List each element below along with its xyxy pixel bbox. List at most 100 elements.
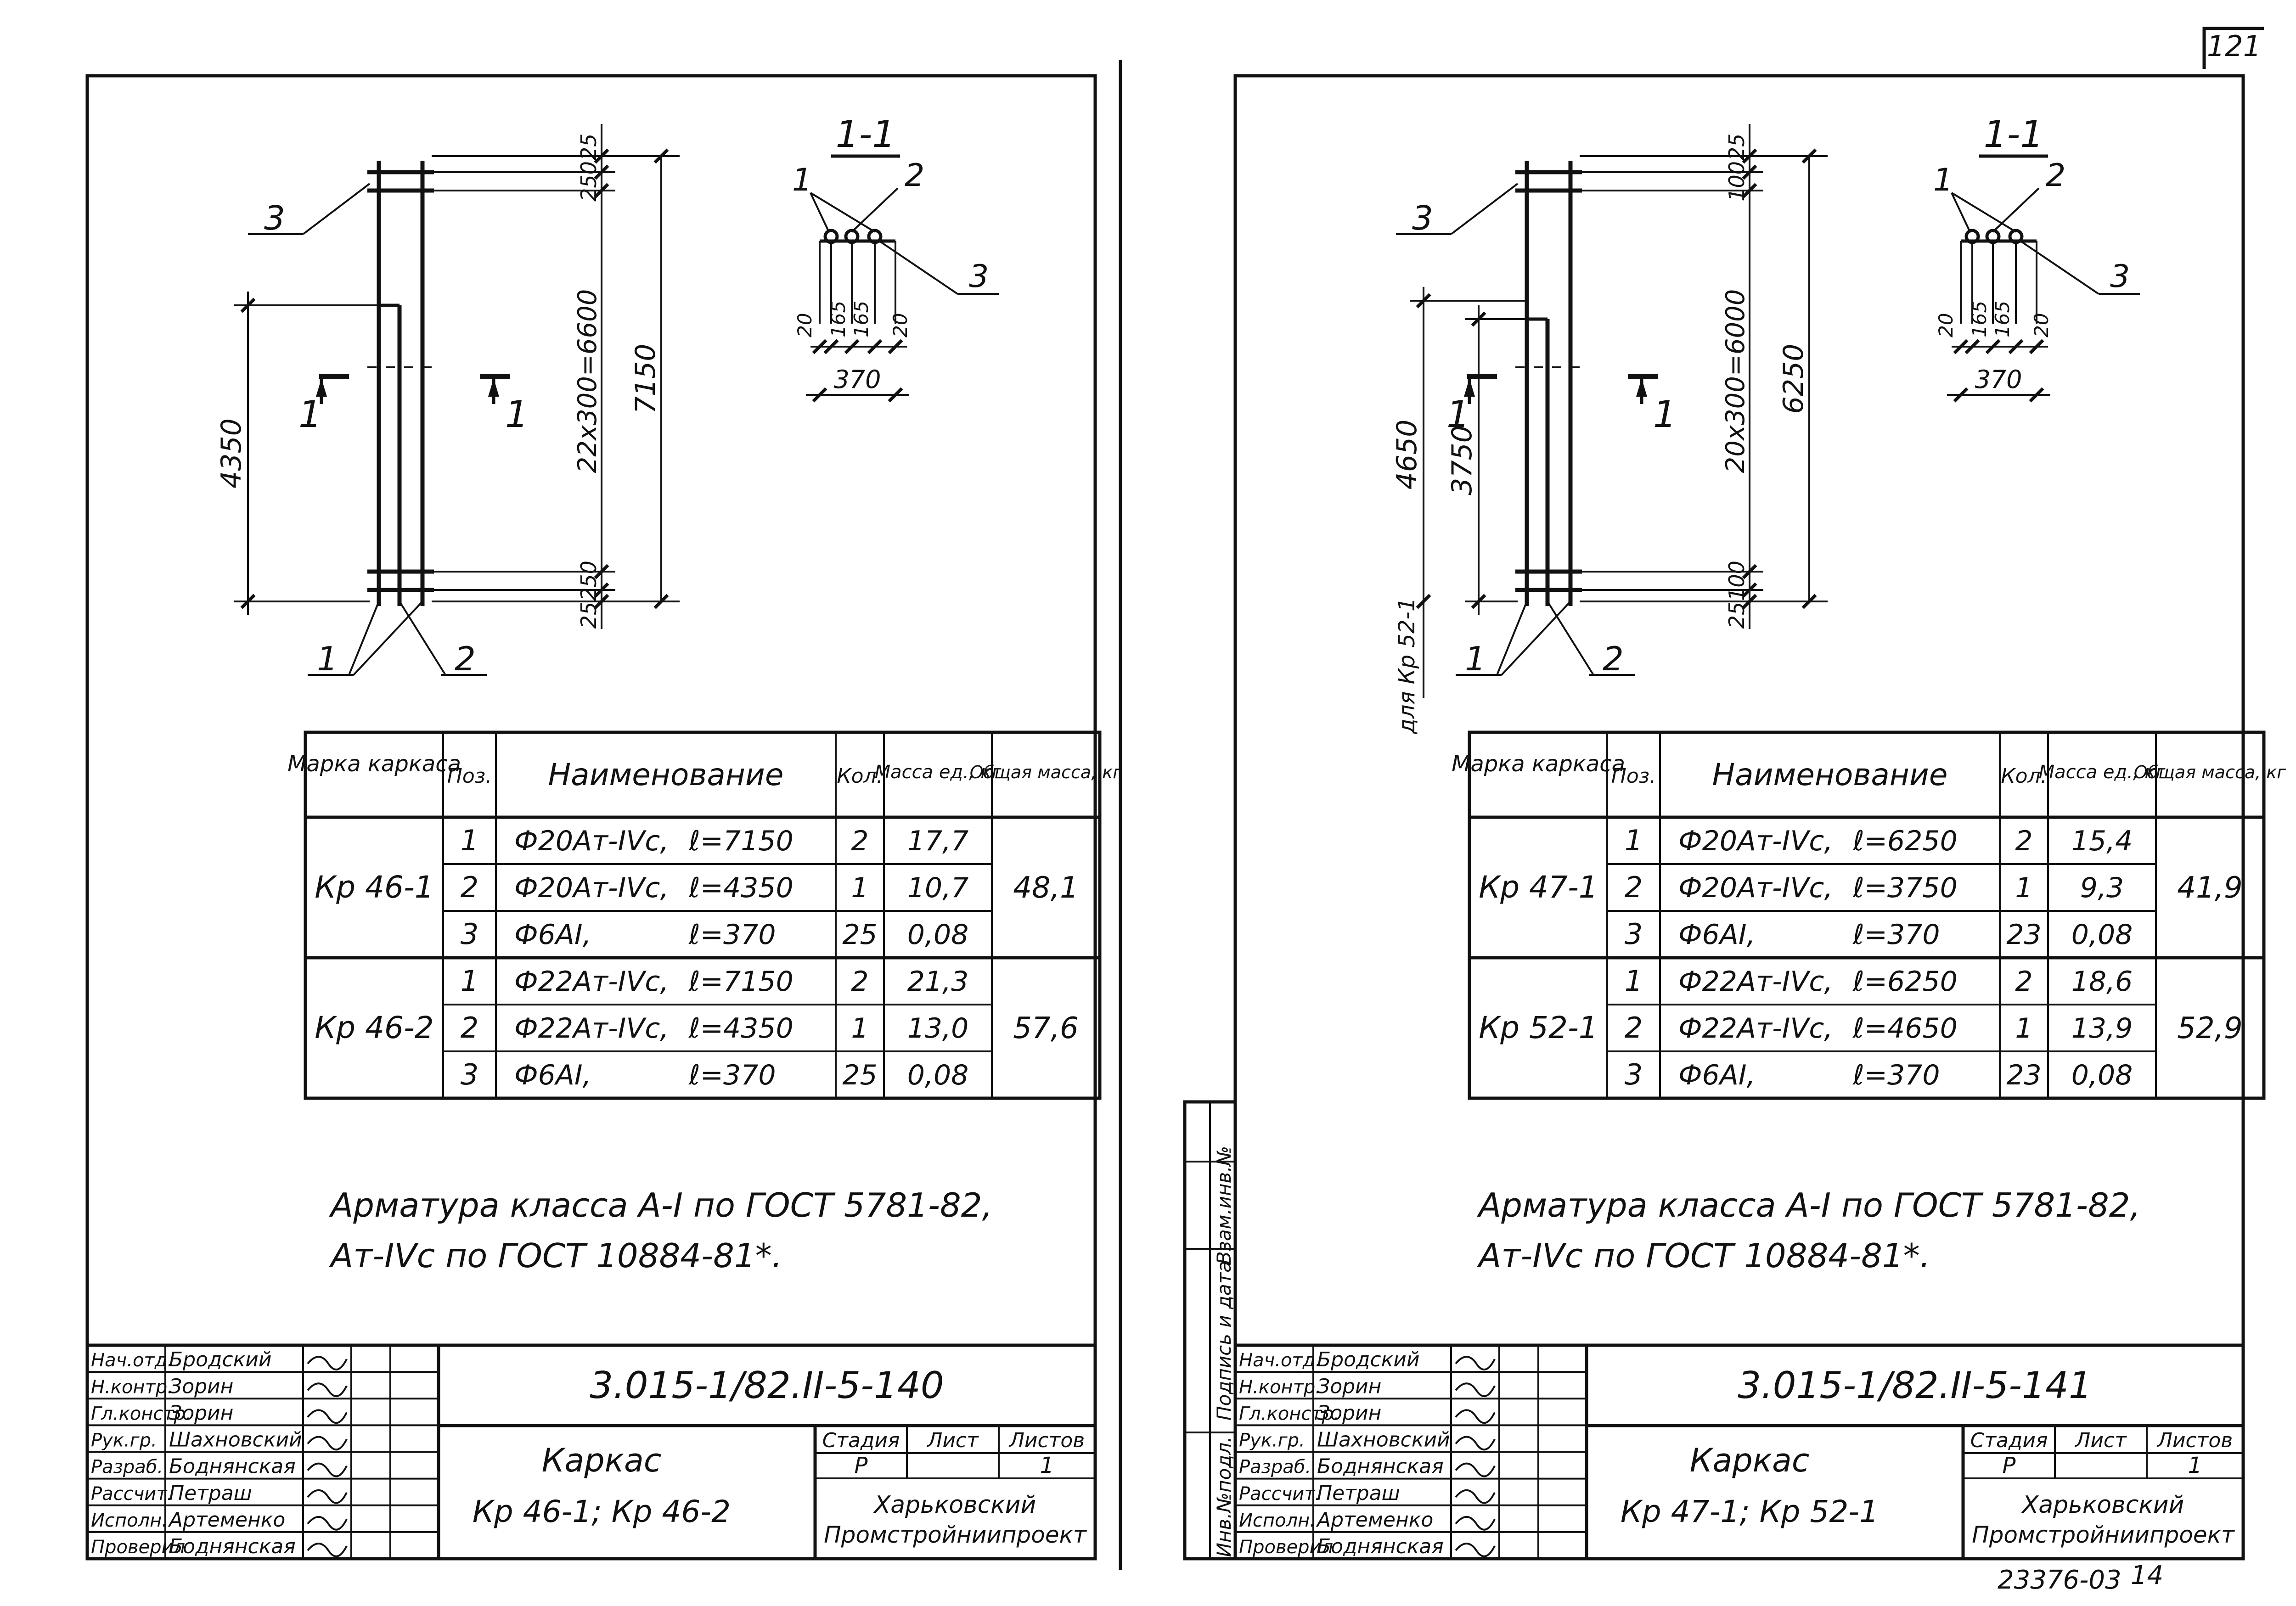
header-qty: Кол. — [837, 764, 883, 788]
dim-bottom-step: 100 — [1724, 561, 1749, 601]
side-stamp-sign: Подпись и дата — [1213, 1261, 1235, 1421]
stage-value: Р — [855, 1453, 868, 1478]
leader-line — [851, 187, 899, 233]
staff-name: Зорин — [1317, 1401, 1381, 1425]
dimension-tick — [1471, 311, 1486, 327]
leader-line — [810, 192, 830, 232]
row-pos: 1 — [461, 824, 478, 857]
section-dim-mid-1: 165 — [827, 301, 850, 337]
row-qty: 1 — [851, 872, 868, 904]
callout-1: 1 — [1465, 640, 1486, 678]
side-stamp-repl: Взам.инв.№ — [1213, 1146, 1235, 1264]
rebar-section-icon — [1985, 229, 2001, 244]
header-name: Наименование — [548, 757, 784, 792]
title-block: Нач.отд.БродскийН.контр.ЗоринГл.констр.З… — [87, 1343, 1095, 1559]
dimension-tick — [240, 594, 256, 609]
note-line-2: Ат-IVс по ГОСТ 10884-81*. — [329, 1236, 782, 1275]
org-name-1: Харьковский — [873, 1491, 1036, 1519]
staff-role: Разраб. — [91, 1457, 163, 1478]
org-name-1: Харьковский — [2021, 1491, 2184, 1519]
row-pos: 1 — [461, 964, 478, 998]
dim-left-height-2: 4650 — [1391, 420, 1423, 490]
signature-icon — [1455, 1436, 1496, 1451]
dimension-tick — [653, 594, 669, 609]
group-mark: Кр 47-1 — [1479, 870, 1598, 905]
group-total-mass: 57,6 — [1013, 1011, 1079, 1045]
leader-line — [302, 183, 371, 235]
row-pos: 2 — [461, 870, 478, 904]
leader-line — [1547, 601, 1594, 676]
leader-line — [878, 240, 958, 295]
row-name: Ф6АI, — [1678, 1059, 1756, 1091]
drawing-title: Каркас — [1690, 1442, 1810, 1479]
row-name: Ф20Ат-IVс, — [1678, 825, 1833, 857]
dimension-tick — [1964, 339, 1980, 354]
dim-left-height: 4350 — [215, 418, 248, 489]
staff-role: Гл.констр. — [91, 1403, 191, 1424]
row-length: ℓ=4350 — [688, 1012, 793, 1044]
section-arrow-icon — [1464, 378, 1475, 397]
dimension-tick — [594, 564, 609, 579]
dimension-tick — [2029, 387, 2044, 403]
dimension-tick — [1416, 594, 1431, 609]
rebar-section-icon — [1964, 229, 1980, 244]
dimension-tick — [812, 339, 827, 354]
signature-icon — [1455, 1382, 1496, 1398]
staff-role: Проверил — [1239, 1537, 1333, 1558]
dimension-tick — [867, 339, 883, 354]
callout-3: 3 — [1412, 199, 1433, 237]
sheets-label: Листов — [2156, 1429, 2233, 1452]
staff-name: Зорин — [1317, 1375, 1381, 1398]
staff-name: Бродский — [169, 1348, 271, 1371]
row-pos: 3 — [1625, 917, 1643, 951]
dimension-tick — [844, 339, 860, 354]
section-cut-left-label: 1 — [1446, 393, 1470, 436]
staff-name: Боднянская — [1317, 1455, 1444, 1478]
signature-icon — [307, 1543, 348, 1557]
org-name-2: Промстройниипроект — [1972, 1522, 2235, 1548]
row-length: ℓ=370 — [688, 919, 776, 951]
stage-value: Р — [2003, 1453, 2016, 1478]
section-dim-left: 20 — [793, 313, 816, 337]
spec-table-frame — [304, 730, 1102, 1100]
staff-role: Рук.гр. — [1239, 1430, 1305, 1451]
row-pos: 3 — [1625, 1058, 1643, 1091]
dimension-tick — [653, 148, 669, 164]
side-stamp-inv: Инв.№подл. — [1213, 1436, 1235, 1557]
row-length: ℓ=3750 — [1852, 872, 1958, 904]
row-mass: 13,9 — [2071, 1012, 2133, 1044]
staff-name: Зорин — [169, 1401, 233, 1425]
callout-2: 2 — [455, 640, 476, 678]
section-dim-mid-1: 165 — [1968, 301, 1991, 337]
signature-icon — [307, 1436, 348, 1451]
row-mass: 9,3 — [2080, 872, 2124, 904]
group-mark: Кр 46-1 — [315, 870, 434, 905]
dimension-tick — [594, 164, 609, 180]
header-mass-total: Общая масса, кг — [970, 762, 1122, 782]
leader-line — [348, 601, 380, 675]
header-name: Наименование — [1712, 757, 1948, 792]
dimension-tick — [1742, 164, 1757, 180]
row-length: ℓ=7150 — [688, 966, 793, 998]
row-length: ℓ=6250 — [1852, 825, 1958, 857]
dim-left-height: 3750 — [1446, 425, 1478, 495]
header-qty: Кол. — [2001, 764, 2047, 788]
header-mark: Марка каркаса — [287, 751, 461, 777]
bottom-archive-code: 23376-03 — [1998, 1565, 2122, 1595]
header-mark: Марка каркаса — [1452, 751, 1625, 777]
header-mass-unit: Масса ед., кг — [875, 762, 1002, 783]
row-mass: 21,3 — [907, 966, 969, 998]
section-callout-1: 1 — [1933, 162, 1953, 198]
row-length: ℓ=6250 — [1852, 966, 1958, 998]
dimension-tick — [2008, 339, 2024, 354]
section-cut-right-label: 1 — [505, 393, 529, 436]
row-mass: 0,08 — [907, 919, 969, 951]
dim-total-height: 6250 — [1778, 344, 1810, 414]
row-name: Ф6АI, — [514, 919, 591, 951]
staff-role: Исполн. — [91, 1510, 168, 1531]
